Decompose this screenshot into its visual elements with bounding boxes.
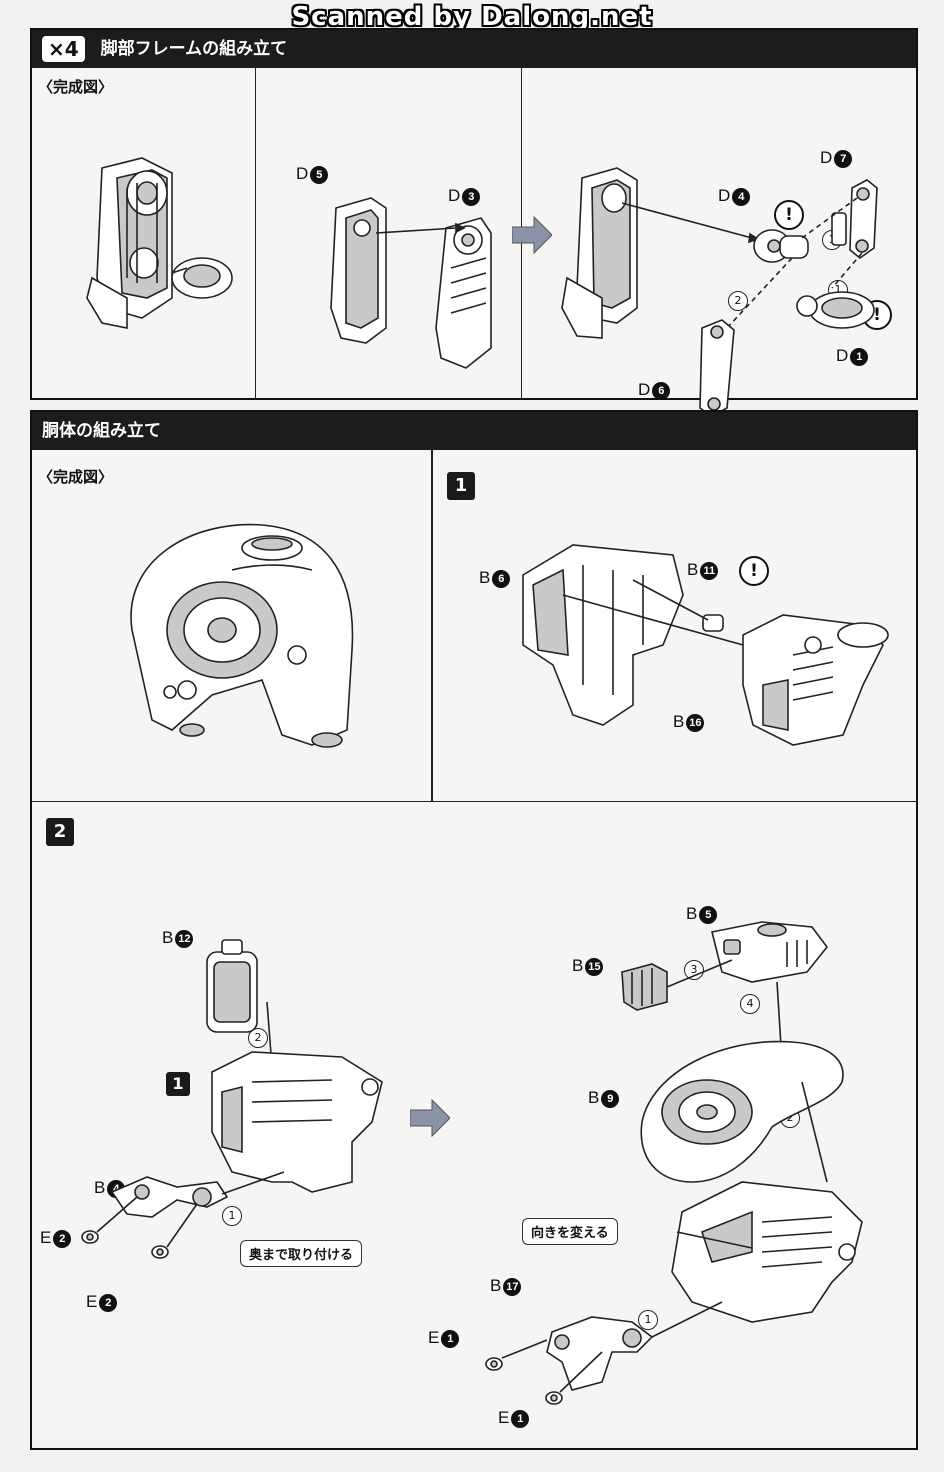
step-reference-1: 1 <box>166 1072 190 1096</box>
leg-frame-header: ×4 脚部フレームの組み立て <box>32 30 916 68</box>
step-marker: 2 <box>248 1028 268 1048</box>
body-step1-illustration <box>522 544 889 746</box>
quantity-badge: ×4 <box>42 36 85 62</box>
body-title: 胴体の組み立て <box>42 421 161 441</box>
leg-completed-cell: 〈完成図〉 <box>32 68 256 398</box>
leg-frame-completed-illustration <box>86 157 233 329</box>
body-step2-right-illustration <box>485 921 863 1405</box>
change-direction-callout: 向きを変える <box>522 1218 618 1245</box>
leg-frame-title: 脚部フレームの組み立て <box>100 39 288 59</box>
body-step2-left-illustration <box>81 939 383 1259</box>
next-step-arrow <box>512 215 552 255</box>
body-header: 胴体の組み立て <box>32 412 916 450</box>
caution-icon: ! <box>739 556 769 586</box>
next-step-arrow <box>410 1098 450 1138</box>
body-completed-illustration <box>130 523 354 748</box>
step-number-2: 2 <box>46 818 74 846</box>
step-marker: 1 <box>638 1310 658 1330</box>
step-marker: 2 <box>728 291 748 311</box>
step-marker: 3 <box>684 960 704 980</box>
scan-watermark: Scanned by Dalong.net <box>291 2 653 32</box>
leg-parts-d5-d3-illustration <box>330 197 492 369</box>
leg-step-b-cell: D4 D7 D1 D6 ! ! 1 1 2 <box>522 68 916 417</box>
attach-fully-callout: 奥まで取り付ける <box>240 1240 363 1267</box>
completed-label: 〈完成図〉 <box>38 78 114 96</box>
step-number-1: 1 <box>447 472 475 500</box>
caution-icon: ! <box>774 200 804 230</box>
completed-label: 〈完成図〉 <box>38 468 114 486</box>
step-marker: 1 <box>222 1206 242 1226</box>
step-marker: 4 <box>740 994 760 1014</box>
leg-assembly-illustration <box>561 167 878 417</box>
body-completed-cell: 〈完成図〉 <box>32 450 432 802</box>
